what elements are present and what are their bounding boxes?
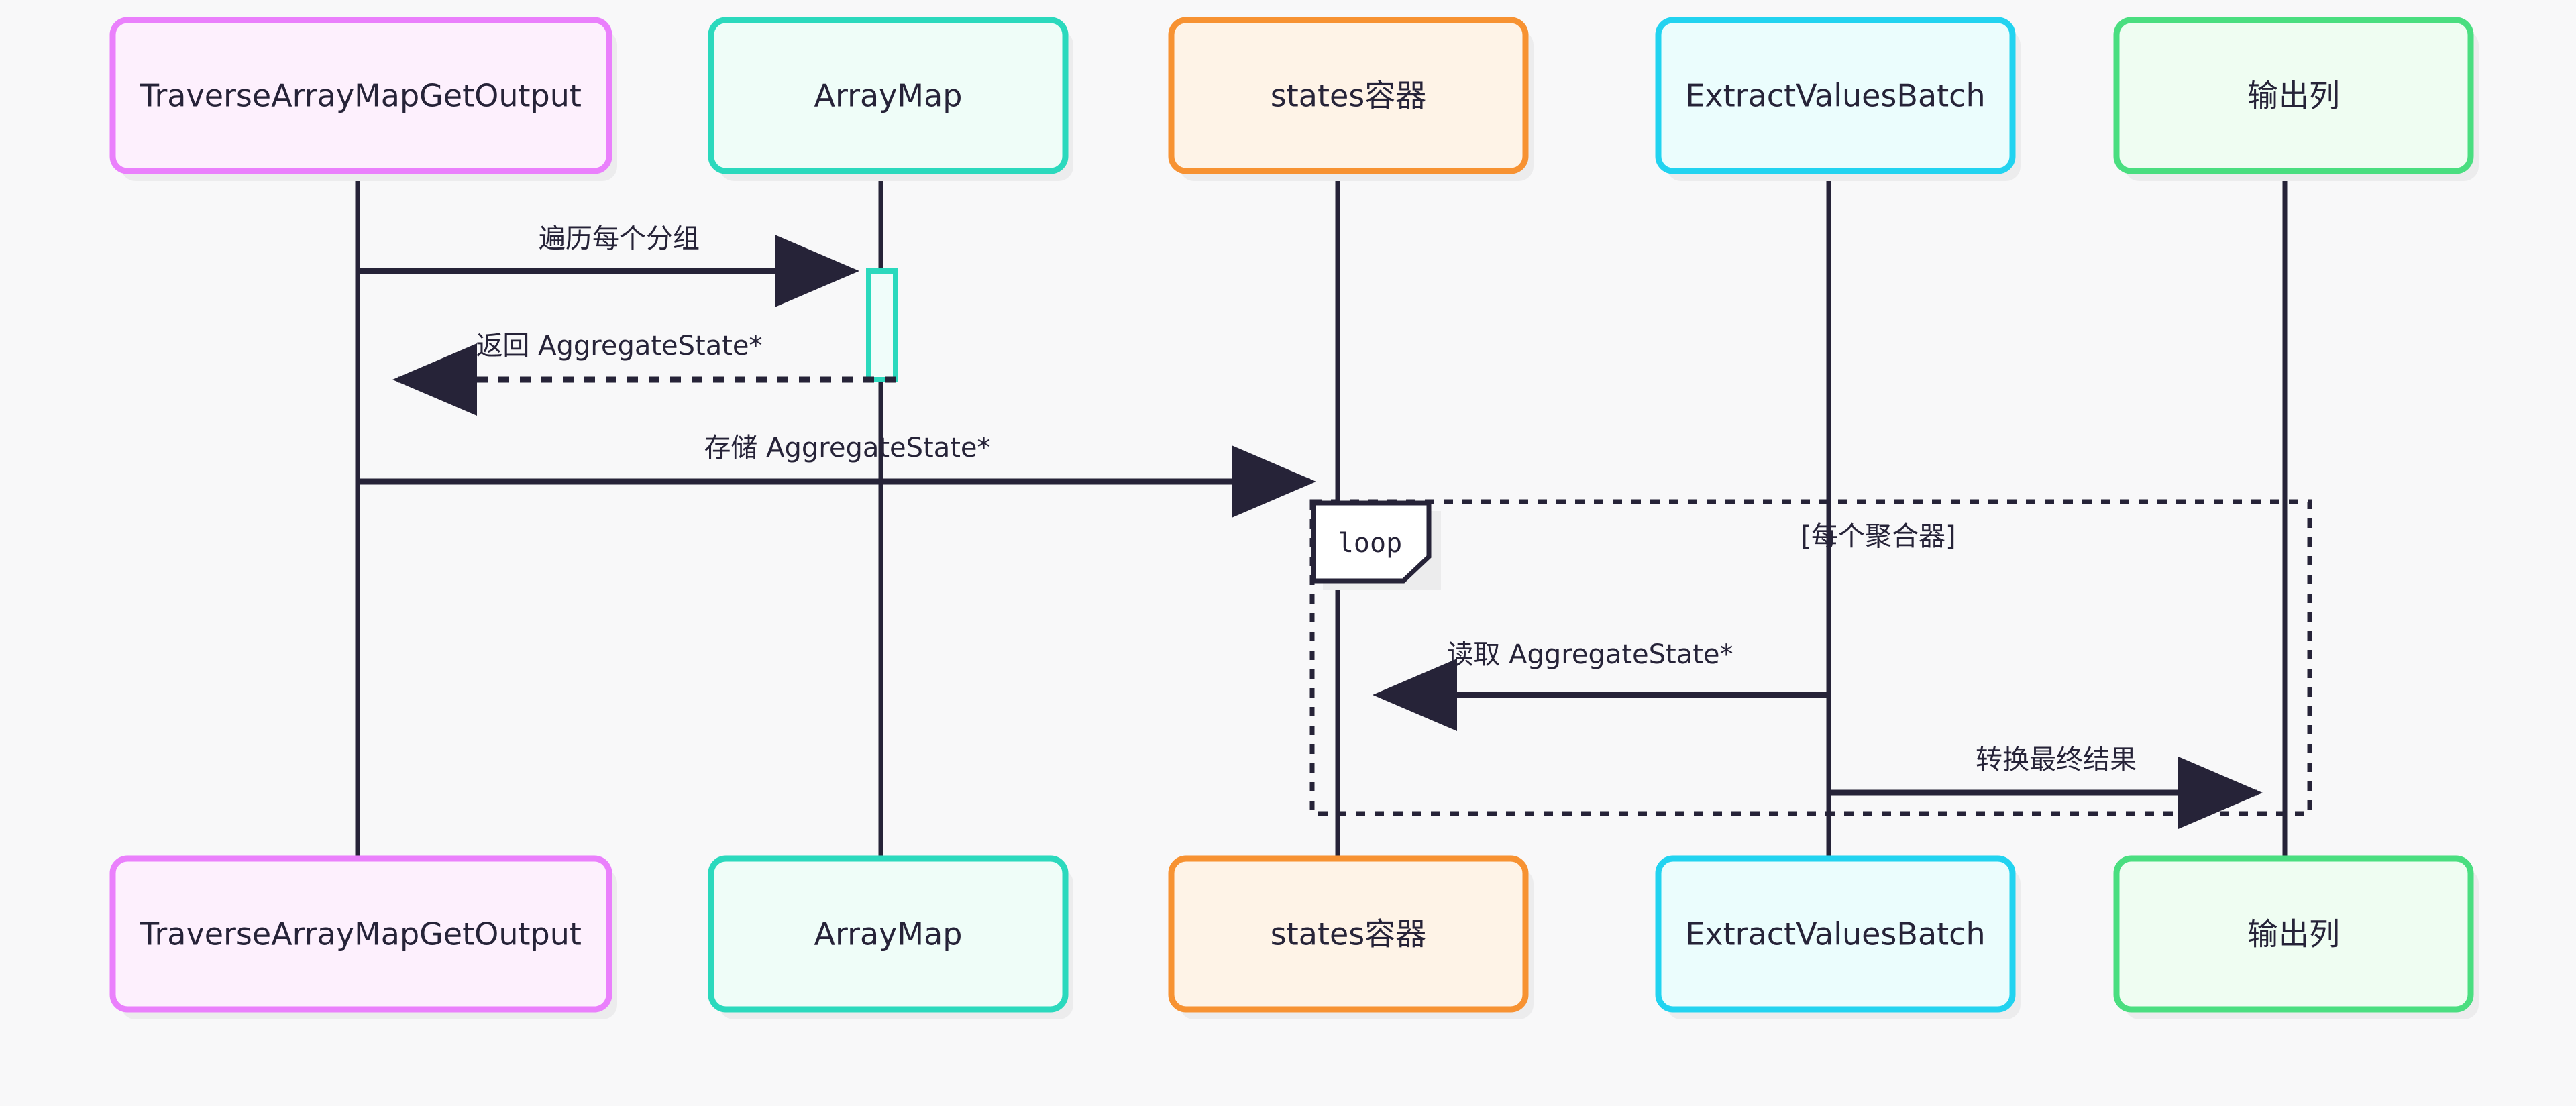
participant-boxes-top: TraverseArrayMapGetOutput ArrayMap state… [109, 17, 2479, 181]
participant-boxes-bottom: TraverseArrayMapGetOutput ArrayMap state… [109, 855, 2479, 1019]
message-3-label: 存储 AggregateState* [704, 433, 990, 463]
participant-label-arraymap-top: ArrayMap [814, 78, 963, 114]
participant-box-output-bottom[interactable]: 输出列 [2113, 855, 2479, 1019]
participant-box-states-bottom[interactable]: states容器 [1168, 855, 1534, 1019]
message-5-label: 转换最终结果 [1976, 744, 2137, 775]
participant-label-traverse-bottom: TraverseArrayMapGetOutput [140, 916, 582, 952]
participant-box-arraymap-top[interactable]: ArrayMap [708, 17, 1073, 181]
loop-keyword-label: loop [1338, 528, 1402, 559]
participant-label-extract-top: ExtractValuesBatch [1685, 78, 1985, 114]
participant-box-extract-bottom[interactable]: ExtractValuesBatch [1655, 855, 2021, 1019]
message-5: 转换最终结果 [1829, 744, 2263, 829]
participant-box-arraymap-bottom[interactable]: ArrayMap [708, 855, 1073, 1019]
participant-label-output-bottom: 输出列 [2247, 916, 2340, 952]
activation-bar-arraymap [866, 268, 898, 382]
participant-label-states-bottom: states容器 [1271, 916, 1427, 952]
message-4-label: 读取 AggregateState* [1446, 639, 1733, 670]
participant-box-output-top[interactable]: 输出列 [2113, 17, 2479, 181]
message-2: 返回 AggregateState* [392, 331, 896, 416]
loop-fragment: loop [每个聚合器] [1309, 499, 2312, 816]
participant-label-states-top: states容器 [1271, 78, 1427, 114]
message-4: 读取 AggregateState* [1373, 639, 1829, 731]
message-1-label: 遍历每个分组 [539, 223, 700, 254]
loop-frame-border [1309, 499, 2312, 816]
loop-keyword-box [1311, 500, 1432, 584]
loop-condition-label: [每个聚合器] [1801, 521, 1955, 552]
participant-label-arraymap-bottom: ArrayMap [814, 916, 963, 952]
message-2-label: 返回 AggregateState* [476, 331, 762, 362]
participant-label-traverse-top: TraverseArrayMapGetOutput [140, 78, 582, 114]
participant-box-traverse-top[interactable]: TraverseArrayMapGetOutput [109, 17, 617, 181]
participant-label-extract-bottom: ExtractValuesBatch [1685, 916, 1985, 952]
participant-box-traverse-bottom[interactable]: TraverseArrayMapGetOutput [109, 855, 617, 1019]
participant-box-states-top[interactable]: states容器 [1168, 17, 1534, 181]
participant-box-extract-top[interactable]: ExtractValuesBatch [1655, 17, 2021, 181]
message-3: 存储 AggregateState* [358, 433, 1316, 518]
participant-label-output-top: 输出列 [2247, 78, 2340, 114]
message-1: 遍历每个分组 [358, 223, 859, 307]
